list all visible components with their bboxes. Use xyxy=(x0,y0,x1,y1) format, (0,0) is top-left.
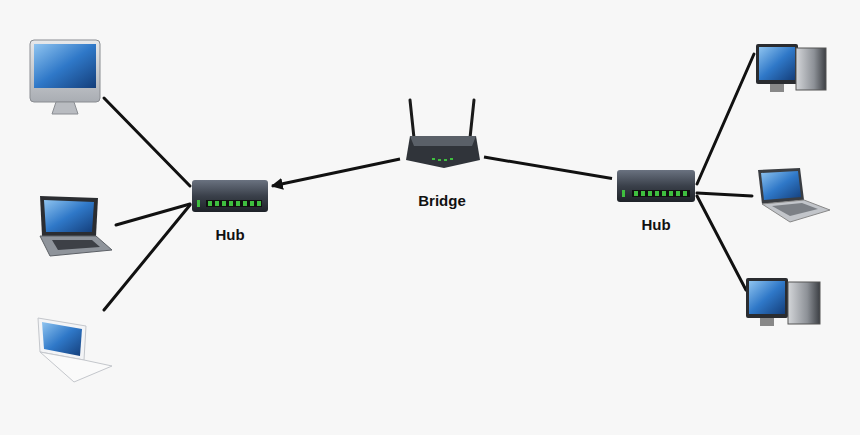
device-label: Hub xyxy=(213,226,246,244)
tower-case xyxy=(788,282,820,324)
network-cables xyxy=(104,54,754,310)
bridge-node: Bridge xyxy=(400,96,484,210)
screen xyxy=(34,44,96,88)
monitor-frame xyxy=(30,40,100,102)
laptop-base xyxy=(40,236,112,256)
laptop-lid xyxy=(758,168,804,204)
screen xyxy=(749,281,785,314)
port-leds xyxy=(197,200,261,207)
desktop-computer xyxy=(746,278,820,326)
screen xyxy=(42,322,82,356)
antenna xyxy=(410,100,414,138)
desktop-computer xyxy=(756,44,826,92)
cable xyxy=(697,54,754,184)
status-leds xyxy=(432,158,453,161)
bridge-top xyxy=(410,136,476,146)
port-strip xyxy=(632,190,690,197)
screen xyxy=(761,171,801,200)
hub-body xyxy=(617,170,695,202)
stand xyxy=(52,102,78,114)
monitor-frame xyxy=(746,278,788,318)
hub-node: Hub xyxy=(612,164,700,234)
bridge-body xyxy=(406,136,480,168)
white-laptop-computer xyxy=(38,318,112,382)
laptop-base xyxy=(762,200,830,222)
cable xyxy=(116,204,190,225)
cable xyxy=(697,196,746,290)
laptop-base xyxy=(40,352,112,382)
stand xyxy=(760,318,774,326)
laptop-computer xyxy=(758,168,830,222)
device-label: Bridge xyxy=(416,192,468,210)
cable xyxy=(697,193,752,196)
hub-body xyxy=(192,180,268,212)
stand xyxy=(770,84,784,92)
imac-computer xyxy=(30,40,100,114)
laptop-lid xyxy=(40,196,98,236)
bridge-device xyxy=(406,100,480,168)
laptop-computer xyxy=(40,196,112,256)
screen xyxy=(44,200,94,232)
network-link xyxy=(272,159,400,186)
cable xyxy=(104,98,190,186)
port-leds xyxy=(622,190,687,197)
cable xyxy=(104,205,190,310)
network-link xyxy=(484,157,612,179)
keyboard xyxy=(772,203,818,216)
keyboard xyxy=(52,240,100,250)
hub-device xyxy=(617,170,695,202)
hub-device xyxy=(192,180,268,212)
monitor-frame xyxy=(756,44,798,84)
antenna xyxy=(470,100,474,138)
hub-node: Hub xyxy=(188,172,272,244)
device-label: Hub xyxy=(639,216,672,234)
tower-case xyxy=(796,48,826,90)
port-strip xyxy=(206,200,262,207)
screen xyxy=(759,47,795,80)
